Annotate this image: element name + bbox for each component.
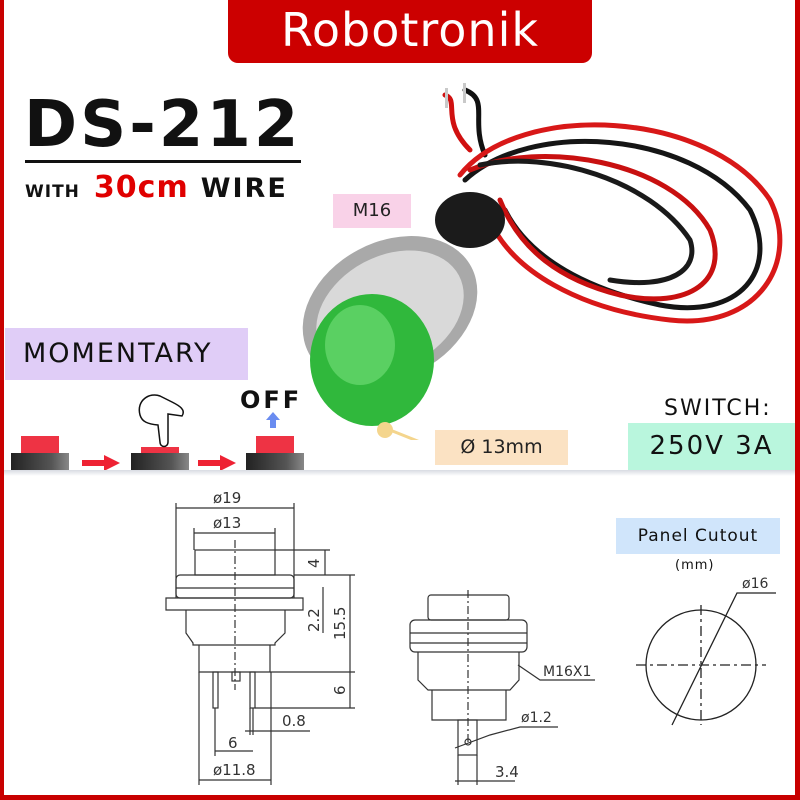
dim-d19: ø19 (213, 489, 241, 507)
title-underline (25, 160, 301, 163)
switch-body (435, 192, 505, 248)
dim-6-height: 6 (331, 685, 349, 695)
arrow-up-icon (266, 412, 280, 428)
wire-label: WIRE (200, 173, 288, 204)
model-title: DS-212 (24, 88, 302, 162)
wire-tip (445, 88, 448, 108)
dim-2-2: 2.2 (305, 608, 323, 632)
button-released (11, 436, 69, 471)
dim-4: 4 (305, 558, 323, 568)
section-divider (4, 470, 795, 476)
technical-drawing: ø19 ø13 4 2.2 15.5 6 0.8 6 ø11.8 M16X1 ø… (165, 489, 776, 785)
dim-d13: ø13 (213, 514, 241, 532)
arrow-right-icon (82, 455, 120, 471)
hand-pointer-icon (138, 394, 184, 448)
dim-3-4: 3.4 (495, 763, 519, 781)
brand-logo: Robotronik (228, 0, 592, 63)
button-diameter-label: Ø 13mm (435, 430, 568, 465)
frame-border-right (795, 0, 800, 800)
thread-label: M16 (333, 194, 411, 228)
momentary-label: MOMENTARY (5, 328, 248, 380)
dim-6-width: 6 (228, 734, 238, 752)
product-photo (302, 83, 783, 440)
front-view (409, 590, 595, 785)
off-label: OFF (240, 386, 303, 414)
wire-info: WITH 30cm WIRE (25, 170, 288, 205)
switch-label: SWITCH: (664, 396, 772, 421)
dim-d16: ø16 (742, 576, 768, 592)
leader-dot (377, 422, 393, 438)
dim-d11-8: ø11.8 (213, 761, 256, 779)
wires (442, 87, 783, 324)
dim-15-5: 15.5 (331, 607, 349, 640)
frame-border-bottom (0, 795, 800, 800)
dim-d1-2: ø1.2 (521, 710, 552, 726)
switch-rating: 250V 3A (628, 423, 795, 470)
button-returned (246, 436, 304, 471)
panel-cutout-drawing (636, 592, 776, 726)
wire-tip (463, 83, 466, 103)
wire-length: 30cm (93, 170, 189, 205)
unit-label: (mm) (675, 558, 715, 573)
side-view (165, 503, 355, 785)
with-label: WITH (25, 182, 80, 202)
dim-thread: M16X1 (543, 664, 591, 680)
button-pressed (131, 447, 189, 471)
panel-cutout-title: Panel Cutout (616, 518, 780, 554)
frame-border-left (0, 0, 4, 800)
momentary-diagram (11, 394, 304, 471)
arrow-right-icon (198, 455, 236, 471)
dim-0-8: 0.8 (282, 712, 306, 730)
